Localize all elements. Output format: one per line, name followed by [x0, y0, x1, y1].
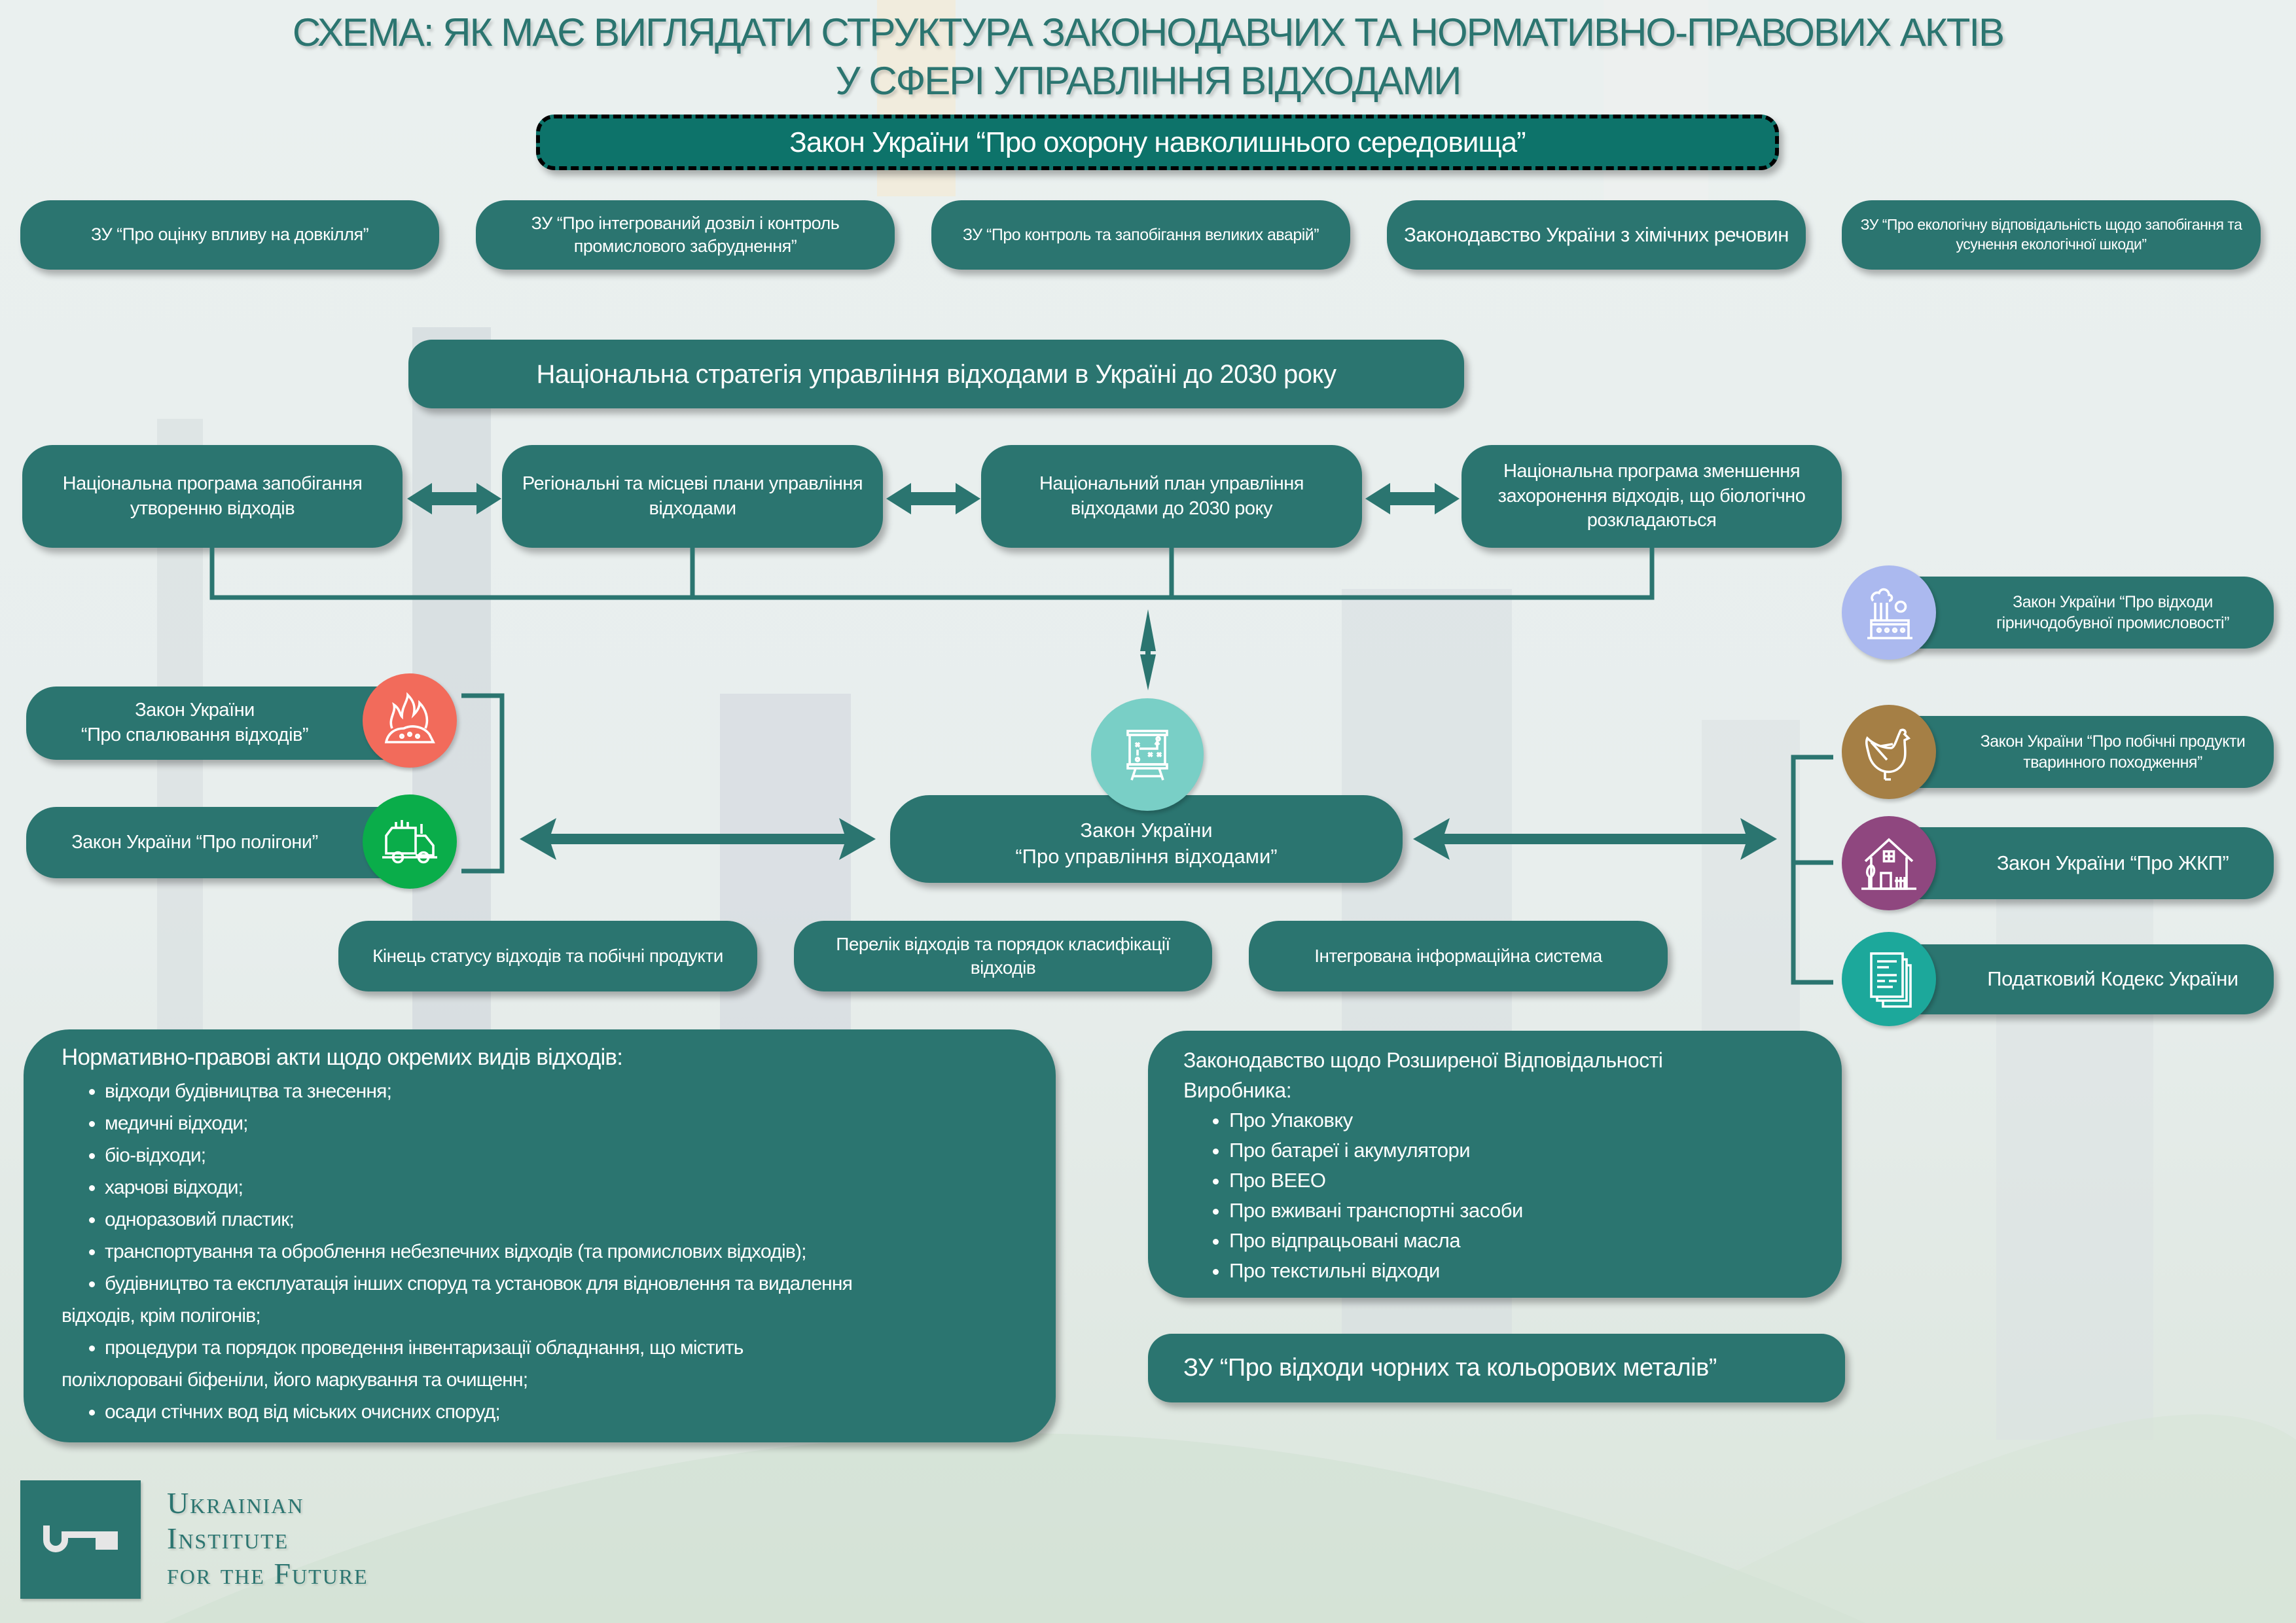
left-double-arrow — [520, 818, 876, 860]
national-plan-box[interactable]: Національний план управління відходами д… — [981, 445, 1362, 548]
list-item: процедури та порядок проведення інвентар… — [105, 1332, 1036, 1364]
specific-waste-acts-box[interactable]: Нормативно-правові акти щодо окремих вид… — [24, 1029, 1056, 1442]
major-accidents-law-box[interactable]: ЗУ “Про контроль та запобігання великих … — [931, 200, 1350, 270]
environmental-liability-law-box[interactable]: ЗУ “Про екологічну відповідальність щодо… — [1842, 200, 2261, 270]
vertical-double-arrow — [1140, 609, 1156, 690]
list-item: будівництво та експлуатація інших споруд… — [105, 1268, 1036, 1300]
integrated-information-system-box[interactable]: Інтегрована інформаційна система — [1249, 921, 1668, 991]
epr-title: Законодавство щодо Розширеної Відповідал… — [1183, 1048, 1663, 1102]
list-item: Про відпрацьовані масла — [1229, 1226, 1822, 1256]
list-item-continuation: поліхлоровані біфеніли, його маркування … — [62, 1369, 528, 1391]
chicken-icon — [1842, 705, 1936, 799]
list-item: медичні відходи; — [105, 1107, 1036, 1139]
animal-by-products-law-box[interactable]: Закон України “Про побічні продукти твар… — [1889, 716, 2274, 788]
integrated-permit-law-box[interactable]: ЗУ “Про інтегрований дозвіл і контроль п… — [476, 200, 895, 270]
double-arrow-3-4 — [1365, 483, 1460, 514]
plans-bracket — [209, 548, 1655, 600]
central-law-line-2: “Про управління відходами” — [1015, 845, 1278, 868]
double-arrow-1-2 — [407, 483, 501, 514]
incineration-law-line-2: “Про спалювання відходів” — [81, 724, 309, 745]
list-item: Про вживані транспортні засоби — [1229, 1196, 1822, 1226]
tax-code-box[interactable]: Податковий Кодекс України — [1889, 944, 2274, 1014]
eia-law-box[interactable]: ЗУ “Про оцінку впливу на довкілля” — [20, 200, 439, 270]
incineration-law-line-1: Закон України — [135, 700, 255, 721]
end-of-waste-status-box[interactable]: Кінець статусу відходів та побічні проду… — [338, 921, 757, 991]
factory-icon — [1842, 565, 1936, 660]
specific-acts-list: відходи будівництва та знесення; медичні… — [62, 1075, 1036, 1428]
list-item: транспортування та оброблення небезпечни… — [105, 1236, 1036, 1268]
list-item: біо-відходи; — [105, 1139, 1036, 1171]
list-item: Про Упаковку — [1229, 1105, 1822, 1135]
waste-prevention-program-box[interactable]: Національна програма запобігання утворен… — [22, 445, 403, 548]
logo-key-icon — [20, 1480, 141, 1599]
environmental-protection-law-box[interactable]: Закон України “Про охорону навколишнього… — [536, 115, 1779, 170]
national-strategy-box[interactable]: Національна стратегія управління відхода… — [408, 340, 1464, 408]
logo-text: Ukrainian Institute for the Future — [167, 1486, 368, 1592]
double-arrow-2-3 — [886, 483, 980, 514]
page-title-line-1: СХЕМА: ЯК МАЄ ВИГЛЯДАТИ СТРУКТУРА ЗАКОНО… — [292, 10, 2005, 54]
right-bracket — [1791, 755, 1833, 985]
strategy-board-icon — [1091, 698, 1204, 811]
list-item-continuation: відходів, крім полігонів; — [62, 1305, 261, 1327]
chemicals-legislation-box[interactable]: Законодавство України з хімічних речовин — [1387, 200, 1806, 270]
biodegradable-program-box[interactable]: Національна програма зменшення захоронен… — [1462, 445, 1842, 548]
specific-acts-title: Нормативно-правові акти щодо окремих вид… — [62, 1044, 623, 1070]
right-double-arrow — [1413, 818, 1777, 860]
page-title-line-2: У СФЕРІ УПРАВЛІННЯ ВІДХОДАМИ — [835, 59, 1462, 103]
metals-waste-law-box[interactable]: ЗУ “Про відходи чорних та кольорових мет… — [1148, 1334, 1845, 1402]
list-item: Про текстильні відходи — [1229, 1256, 1822, 1286]
list-item: Про батареї і акумулятори — [1229, 1135, 1822, 1166]
central-law-line-1: Закон України — [1080, 818, 1213, 842]
logo-line-2: Institute — [167, 1522, 289, 1555]
house-icon — [1842, 816, 1936, 910]
waste-management-law-box[interactable]: Закон України “Про управління відходами” — [890, 795, 1403, 883]
list-item: харчові відходи; — [105, 1171, 1036, 1204]
left-bracket — [461, 693, 505, 874]
burning-waste-icon — [363, 673, 457, 768]
logo-line-3: for the Future — [167, 1557, 368, 1590]
regional-plans-box[interactable]: Регіональні та місцеві плани управління … — [502, 445, 883, 548]
list-item: одноразовий пластик; — [105, 1204, 1036, 1236]
epr-list: Про Упаковку Про батареї і акумулятори П… — [1183, 1105, 1822, 1286]
documents-icon — [1842, 932, 1936, 1026]
housing-utilities-law-box[interactable]: Закон України “Про ЖКП” — [1889, 827, 2274, 899]
epr-legislation-box[interactable]: Законодавство щодо Розширеної Відповідал… — [1148, 1031, 1842, 1298]
mining-waste-law-box[interactable]: Закон України “Про відходи гірничодобувн… — [1889, 577, 2274, 649]
garbage-truck-icon — [363, 794, 457, 889]
list-item: осади стічних вод від міських очисних сп… — [105, 1396, 1036, 1428]
logo-line-1: Ukrainian — [167, 1486, 304, 1520]
list-item: Про ВЕЕО — [1229, 1166, 1822, 1196]
list-item: відходи будівництва та знесення; — [105, 1075, 1036, 1107]
waste-list-classification-box[interactable]: Перелік відходів та порядок класифікації… — [794, 921, 1212, 991]
